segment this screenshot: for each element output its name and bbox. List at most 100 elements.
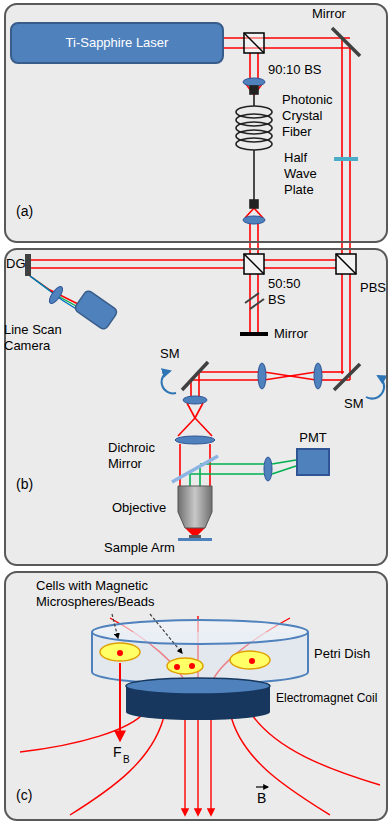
vector-arrow bbox=[256, 786, 268, 787]
laser-beam bbox=[341, 274, 343, 374]
panel-frame: (a)Ti-Sapphire Laser bbox=[4, 3, 388, 243]
panel-ground bbox=[4, 571, 388, 821]
laser-beam bbox=[320, 371, 344, 373]
magnetic-bead bbox=[189, 663, 195, 669]
laser-beam bbox=[195, 418, 212, 436]
magnetic-field-line bbox=[197, 712, 198, 815]
lens bbox=[47, 285, 65, 306]
cell bbox=[230, 651, 270, 669]
force-symbol: F bbox=[113, 744, 122, 761]
lens bbox=[183, 396, 207, 404]
lens bbox=[264, 457, 272, 481]
magnetic-field-line bbox=[184, 712, 185, 815]
beam-splitter-cube bbox=[244, 33, 264, 53]
objective-lens bbox=[178, 486, 212, 528]
component-label: PBS bbox=[360, 280, 386, 296]
dichroic-mirror bbox=[172, 456, 218, 482]
callout-leader bbox=[150, 614, 182, 653]
line-scan-camera bbox=[74, 289, 119, 330]
half-wave-plate bbox=[334, 157, 358, 161]
component-label: Half Wave Plate bbox=[284, 150, 328, 198]
magnetic-field-line bbox=[250, 712, 380, 785]
photonic-crystal-fiber bbox=[236, 138, 272, 150]
panel-frame: (b) PMT bbox=[4, 248, 388, 566]
laser-box: Ti-Sapphire Laser bbox=[10, 22, 224, 64]
diffraction-grating bbox=[25, 254, 31, 276]
force-arrow bbox=[119, 663, 121, 740]
emission-beam bbox=[190, 473, 264, 475]
component-label: 50:50 BS bbox=[268, 276, 310, 308]
photonic-crystal-fiber bbox=[250, 86, 258, 94]
cell bbox=[100, 643, 270, 674]
force-arrow bbox=[119, 663, 121, 740]
emission-beam bbox=[189, 474, 191, 486]
laser-beam bbox=[264, 259, 336, 261]
panel-ground bbox=[4, 248, 388, 566]
magnetic-field-line bbox=[210, 712, 211, 815]
photonic-crystal-fiber bbox=[250, 200, 258, 208]
glass-plate bbox=[250, 299, 264, 309]
component-label: Electromagnet Coil bbox=[276, 691, 377, 706]
field-symbol: B bbox=[257, 790, 266, 807]
scanning-mirror bbox=[182, 362, 360, 390]
laser-beam bbox=[199, 371, 260, 373]
mirror bbox=[332, 28, 360, 56]
node-text: PMT bbox=[299, 430, 326, 446]
rotation-arrow bbox=[162, 371, 176, 393]
lens bbox=[243, 78, 265, 86]
lens bbox=[243, 78, 265, 224]
cell bbox=[100, 643, 140, 661]
panel-letter: (b) bbox=[16, 476, 33, 492]
laser-beam bbox=[185, 528, 205, 538]
emission-beam bbox=[200, 463, 264, 465]
objective-lens bbox=[178, 486, 212, 528]
component-label: SM bbox=[344, 396, 364, 412]
laser-beam bbox=[349, 46, 351, 254]
rotation-arrow bbox=[162, 371, 384, 399]
component-label: SM bbox=[160, 346, 180, 362]
lens bbox=[243, 216, 265, 224]
electromagnet-coil bbox=[126, 678, 270, 720]
photonic-crystal-fiber bbox=[253, 95, 255, 106]
component-label: Sample Arm bbox=[104, 540, 175, 556]
lens bbox=[258, 363, 266, 389]
scanning-mirror bbox=[182, 362, 208, 390]
diffraction-grating bbox=[25, 254, 31, 276]
component-label: Objective bbox=[112, 500, 166, 516]
electromagnet-coil bbox=[126, 678, 270, 694]
beam-splitter-cube bbox=[244, 33, 264, 53]
callout-label: Cells with Magnetic Microspheres/Beads bbox=[36, 578, 186, 610]
dispersed-rays bbox=[30, 276, 78, 310]
mirror bbox=[332, 28, 360, 56]
line-scan-camera bbox=[74, 289, 119, 330]
lens bbox=[47, 285, 322, 481]
lens bbox=[175, 436, 215, 444]
petri-dish bbox=[92, 620, 308, 644]
beam-splitter-cube bbox=[336, 254, 356, 274]
laser-beam bbox=[257, 53, 259, 79]
scanning-mirror bbox=[334, 364, 360, 390]
petri-dish bbox=[92, 620, 308, 684]
laser-beam bbox=[264, 372, 316, 380]
panel-letter: (c) bbox=[16, 787, 32, 803]
laser-beam bbox=[249, 274, 251, 332]
callout-leader bbox=[112, 614, 182, 653]
laser-beam bbox=[193, 379, 260, 381]
component-label: Petri Dish bbox=[314, 646, 370, 662]
emission-beam bbox=[199, 468, 201, 486]
laser-beam bbox=[178, 418, 195, 436]
laser-beam bbox=[341, 38, 343, 254]
panel-ground bbox=[4, 3, 388, 243]
laser-beam bbox=[264, 267, 336, 269]
laser-beam bbox=[224, 37, 350, 39]
sample-slide bbox=[178, 538, 212, 541]
laser-beam bbox=[249, 53, 251, 79]
laser-beam bbox=[31, 260, 350, 538]
vector-arrow bbox=[256, 786, 268, 787]
glass-plate bbox=[245, 293, 264, 309]
component-label: Mirror bbox=[274, 326, 308, 342]
magnetic-bead bbox=[117, 650, 255, 670]
magnetic-bead bbox=[117, 650, 123, 656]
laser-beam bbox=[195, 403, 203, 418]
component-label: 90:10 BS bbox=[268, 62, 322, 78]
